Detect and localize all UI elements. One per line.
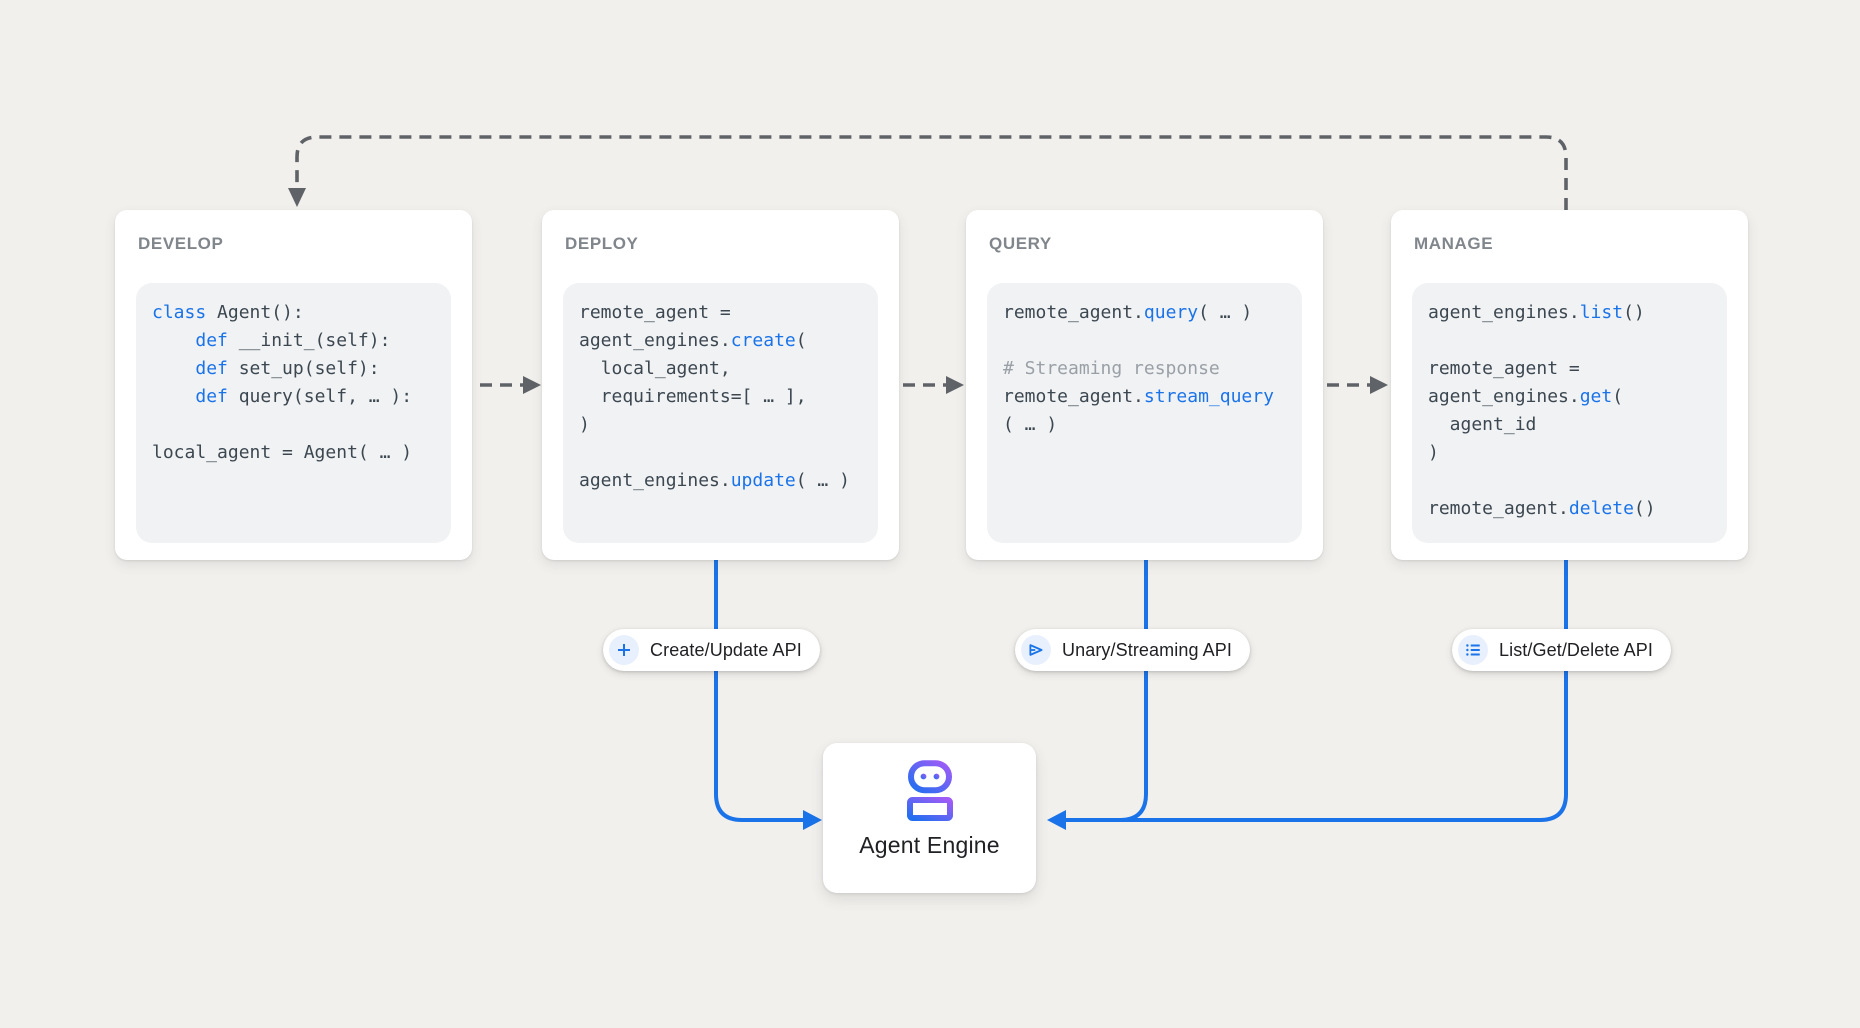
query-to-manage-arrowhead — [1370, 376, 1388, 394]
manage-to-develop-arrowhead — [288, 188, 306, 207]
manage-code-line: remote_agent = — [1428, 358, 1580, 379]
manage-code-line: remote_agent.delete() — [1428, 498, 1656, 519]
develop-card-title: DEVELOP — [138, 234, 224, 253]
develop-code-line: local_agent = Agent( … ) — [152, 442, 413, 463]
deploy-card-title: DEPLOY — [565, 234, 639, 253]
pill-label: List/Get/Delete API — [1499, 639, 1653, 660]
deploy-code-line: local_agent, — [579, 358, 731, 379]
deploy-code-line: ) — [579, 414, 590, 435]
query-code-line: remote_agent.query( … ) — [1003, 302, 1253, 323]
deploy-to-query-arrowhead — [946, 376, 964, 394]
create-update-api-pill: Create/Update API — [603, 629, 820, 671]
manage-card-title: MANAGE — [1414, 234, 1494, 253]
list-get-delete-api-pill: List/Get/Delete API — [1452, 629, 1671, 671]
query-card: QUERY remote_agent.query( … ) # Streamin… — [966, 210, 1323, 560]
query-manage-flow-arrowhead — [1047, 810, 1066, 830]
query-code-line: # Streaming response — [1003, 358, 1220, 379]
develop-card: DEVELOP class Agent(): def __init_(self)… — [115, 210, 472, 560]
manage-code-line: agent_id — [1428, 414, 1537, 435]
develop-code-line: def set_up(self): — [195, 358, 380, 379]
robot-icon — [906, 760, 953, 821]
send-icon — [1021, 635, 1051, 665]
deploy-code-line: agent_engines.update( … ) — [579, 470, 850, 491]
deploy-code-line: remote_agent = — [579, 302, 731, 323]
deploy-card: DEPLOY remote_agent = agent_engines.creat… — [542, 210, 899, 560]
query-code-line: remote_agent.stream_query — [1003, 386, 1274, 407]
manage-code-line — [1428, 327, 1715, 355]
deploy-code-line: agent_engines.create( — [579, 330, 807, 351]
deploy-flow-arrowhead — [803, 810, 822, 830]
manage-code-line: ) — [1428, 442, 1439, 463]
develop-code-line: class Agent(): — [152, 302, 304, 323]
agent-engine-label: Agent Engine — [859, 832, 1000, 858]
pill-label: Unary/Streaming API — [1062, 639, 1232, 660]
manage-code-line — [1428, 467, 1715, 495]
deploy-flow-line — [714, 560, 803, 822]
query-code-line: ( … ) — [1003, 414, 1058, 435]
manage-code-line: agent_engines.list() — [1428, 302, 1645, 323]
list-icon — [1458, 635, 1488, 665]
query-flow-line — [1090, 560, 1148, 822]
manage-flow-line — [1066, 560, 1568, 822]
deploy-code-block: remote_agent = agent_engines.create( loca… — [563, 283, 878, 543]
manage-code-block: agent_engines.list() remote_agent = agent… — [1412, 283, 1727, 543]
develop-code-line — [152, 411, 439, 439]
develop-code-line: def query(self, … ): — [195, 386, 413, 407]
deploy-code-line — [579, 439, 866, 467]
query-code-block: remote_agent.query( … ) # Streaming resp… — [987, 283, 1302, 543]
agent-engine-node: Agent Engine — [823, 743, 1036, 893]
add-icon — [609, 635, 639, 665]
unary-streaming-api-pill: Unary/Streaming API — [1015, 629, 1250, 671]
manage-card: MANAGE agent_engines.list() remote_agent… — [1391, 210, 1748, 560]
query-card-title: QUERY — [989, 234, 1052, 253]
develop-code-line: def __init_(self): — [195, 330, 391, 351]
develop-to-deploy-arrowhead — [523, 376, 541, 394]
manage-code-line: agent_engines.get( — [1428, 386, 1624, 407]
develop-code-block: class Agent(): def __init_(self): def se… — [136, 283, 451, 543]
deploy-code-line: requirements=[ … ], — [579, 386, 807, 407]
pill-label: Create/Update API — [650, 639, 802, 660]
manage-to-develop-dashed-line — [295, 135, 1568, 210]
query-code-line — [1003, 327, 1290, 355]
